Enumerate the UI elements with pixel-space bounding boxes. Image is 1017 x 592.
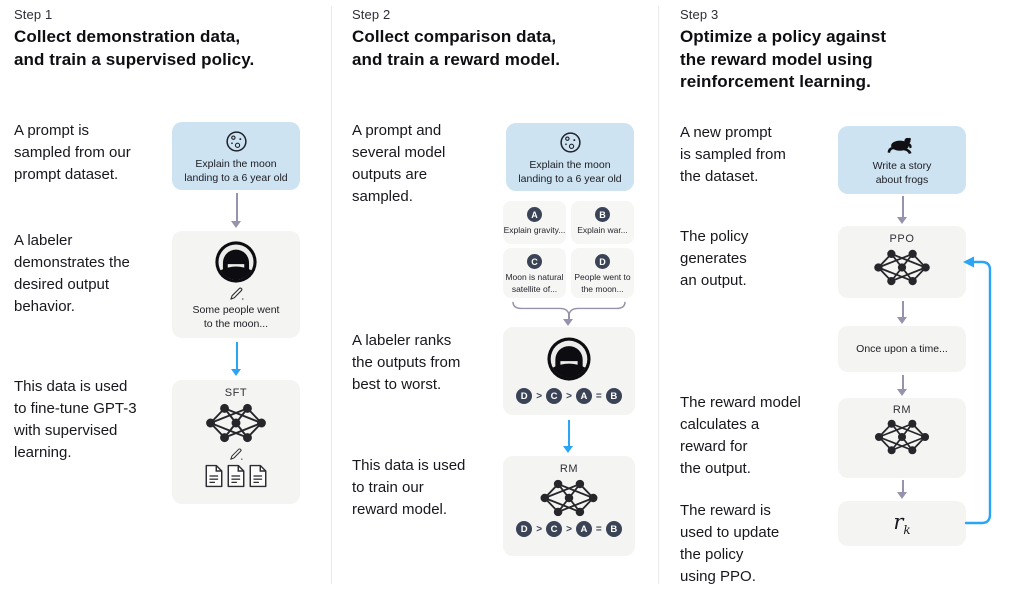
step1-prompt-box: Explain the moon landing to a 6 year old	[172, 122, 300, 190]
step1-caption-data: This data is used to fine-tune GPT-3 wit…	[14, 378, 137, 462]
output-card-c: C Moon is natural satellite of...	[503, 248, 566, 298]
documents-icon	[204, 464, 268, 488]
rank-separator: >	[536, 523, 543, 535]
arrow-down-icon	[563, 420, 574, 453]
step3-caption-policy: The policy generates an output.	[680, 228, 749, 290]
output-card-b: B Explain war...	[571, 201, 634, 244]
arrow-down-icon	[897, 480, 908, 499]
step3-output-text: Once upon a time...	[856, 342, 948, 355]
output-badge-d: D	[595, 254, 610, 269]
output-badge-c: C	[527, 254, 542, 269]
step3-output-box: Once upon a time...	[838, 326, 966, 372]
rank-badge: C	[546, 521, 563, 537]
step2-caption-prompt: A prompt and several model outputs are s…	[352, 122, 446, 206]
neural-network-icon	[539, 478, 599, 518]
rank-badge: D	[516, 388, 533, 404]
neural-network-icon	[205, 402, 267, 444]
arrow-down-icon	[563, 312, 574, 326]
rm-label: RM	[892, 404, 912, 416]
rank-separator: >	[566, 523, 572, 535]
step3-reward-box: rk	[838, 501, 966, 546]
arrow-down-icon	[897, 196, 908, 224]
ranking-row: D > C > A = B	[516, 388, 622, 404]
rank-separator: =	[595, 390, 602, 402]
step3-prompt-box: Write a story about frogs	[838, 126, 966, 194]
neural-network-icon	[873, 248, 931, 287]
step3-caption-reward: The reward model calculates a reward for…	[680, 394, 801, 478]
step2-prompt-box: Explain the moon landing to a 6 year old	[506, 123, 634, 191]
ranking-row: D > C > A = B	[516, 521, 622, 537]
output-text-d: People went to the moon...	[574, 272, 631, 294]
arrow-down-icon	[897, 375, 908, 396]
step2-prompt-text: Explain the moon landing to a 6 year old	[518, 159, 622, 186]
sft-label: SFT	[224, 387, 248, 399]
step2-label: Step 2	[352, 7, 391, 22]
document-icon	[249, 464, 267, 488]
output-text-a: Explain gravity...	[503, 225, 566, 235]
step3-ppo-box: PPO	[838, 226, 966, 298]
output-text-b: Explain war...	[577, 225, 628, 235]
step2-labeler-box: D > C > A = B	[503, 327, 635, 415]
rank-badge: A	[575, 521, 592, 537]
reward-value: rk	[893, 509, 911, 538]
output-text-c: Moon is natural satellite of...	[505, 272, 564, 294]
pencil-icon	[230, 448, 243, 461]
rank-separator: =	[595, 523, 602, 535]
step3-caption-prompt: A new prompt is sampled from the dataset…	[680, 124, 786, 186]
step1-label: Step 1	[14, 7, 53, 22]
step1-caption-prompt: A prompt is sampled from our prompt data…	[14, 122, 131, 184]
rank-separator: >	[536, 390, 543, 402]
labeler-avatar-icon	[547, 337, 591, 381]
ppo-label: PPO	[889, 233, 915, 245]
arrow-down-icon	[897, 301, 908, 324]
step1-caption-labeler: A labeler demonstrates the desired outpu…	[14, 232, 130, 316]
rank-badge: D	[516, 521, 533, 537]
output-badge-b: B	[595, 207, 610, 222]
step1-demonstration-text: Some people went to the moon...	[192, 304, 280, 331]
rank-badge: A	[575, 388, 592, 404]
step1-labeler-box: Some people went to the moon...	[172, 231, 300, 338]
step1-sft-box: SFT	[172, 380, 300, 504]
arrow-down-icon	[231, 193, 242, 228]
rank-badge: B	[605, 521, 622, 537]
document-icon	[227, 464, 245, 488]
step3-label: Step 3	[680, 7, 719, 22]
step1-title: Collect demonstration data, and train a …	[14, 27, 255, 69]
step3-prompt-text: Write a story about frogs	[872, 160, 932, 187]
step3-title: Optimize a policy against the reward mod…	[680, 27, 887, 92]
step3-caption-update: The reward is used to update the policy …	[680, 502, 780, 586]
neural-network-icon	[874, 418, 930, 456]
feedback-loop-arrow	[963, 256, 992, 525]
output-card-a: A Explain gravity...	[503, 201, 566, 244]
step2-title: Collect comparison data, and train a rew…	[352, 27, 561, 69]
arrow-down-icon	[231, 342, 242, 376]
pencil-icon	[229, 287, 244, 301]
rank-badge: C	[546, 388, 563, 404]
step3-rm-box: RM	[838, 398, 966, 478]
rank-separator: >	[566, 390, 572, 402]
moon-icon	[559, 132, 581, 153]
rm-label: RM	[559, 463, 579, 475]
output-card-d: D People went to the moon...	[571, 248, 634, 298]
document-icon	[205, 464, 223, 488]
step1-prompt-text: Explain the moon landing to a 6 year old	[184, 158, 288, 185]
column-divider	[331, 6, 332, 584]
rank-badge: B	[605, 388, 622, 404]
labeler-avatar-icon	[215, 241, 257, 283]
frog-icon	[887, 137, 912, 154]
moon-icon	[225, 131, 247, 152]
output-badge-a: A	[527, 207, 542, 222]
step2-rm-box: RM D > C > A = B	[503, 456, 635, 556]
step2-caption-labeler: A labeler ranks the outputs from best to…	[352, 332, 461, 394]
step2-caption-data: This data is used to train our reward mo…	[352, 457, 466, 519]
column-divider	[658, 6, 659, 584]
